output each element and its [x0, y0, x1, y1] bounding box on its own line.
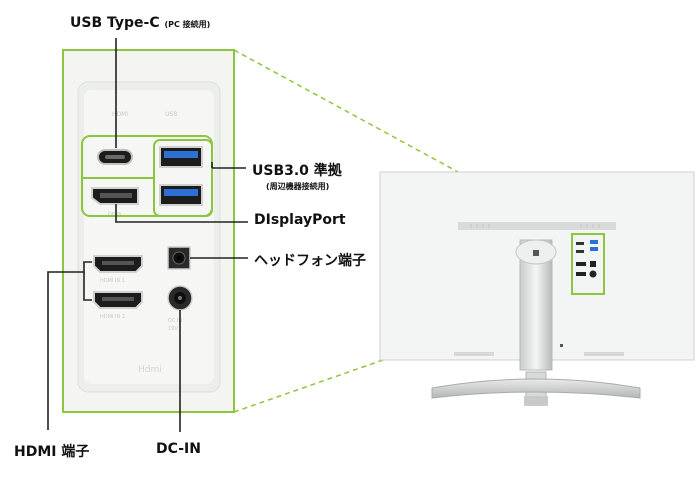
port-marking: HDMI IN 1: [100, 278, 125, 284]
leader-lines: [47, 38, 248, 432]
dc-power-jack-icon: [167, 285, 193, 311]
usb-c-label: USB Type-C (PC 接続用): [70, 15, 210, 31]
usb-c-label-text: USB Type-C: [70, 15, 160, 31]
usb30-label: USB3.0 準拠: [252, 163, 342, 179]
displayport-label: DIsplayPort: [254, 212, 346, 228]
hdmi-port-icon: [93, 291, 143, 309]
port-marking: 19V: [168, 326, 178, 332]
usb-a-port-icon: [159, 146, 203, 168]
port-marking: USB: [165, 111, 177, 118]
usb30-note: (周辺機器接続用): [266, 182, 330, 191]
usb-c-port-icon: [97, 149, 133, 165]
hdmi-label: HDMI 端子: [14, 444, 90, 460]
port-marking: HDMI IN 2: [100, 314, 125, 320]
port-marking: DC IN: [168, 318, 182, 324]
audio-jack-icon: [167, 246, 191, 270]
usb-c-label-note: (PC 接続用): [164, 20, 211, 29]
port-marking: HDMI: [112, 111, 128, 118]
usb-a-port-icon: [159, 184, 203, 206]
displayport-port-icon: [91, 187, 139, 205]
port-panel-recess: [84, 90, 214, 384]
monitor-rear-view: [379, 171, 695, 406]
panel-engraving: Hdmi: [138, 365, 162, 375]
hdmi-port-icon: [93, 255, 143, 273]
headphone-label: ヘッドフォン端子: [254, 253, 366, 269]
dc-in-label: DC-IN: [156, 441, 201, 457]
